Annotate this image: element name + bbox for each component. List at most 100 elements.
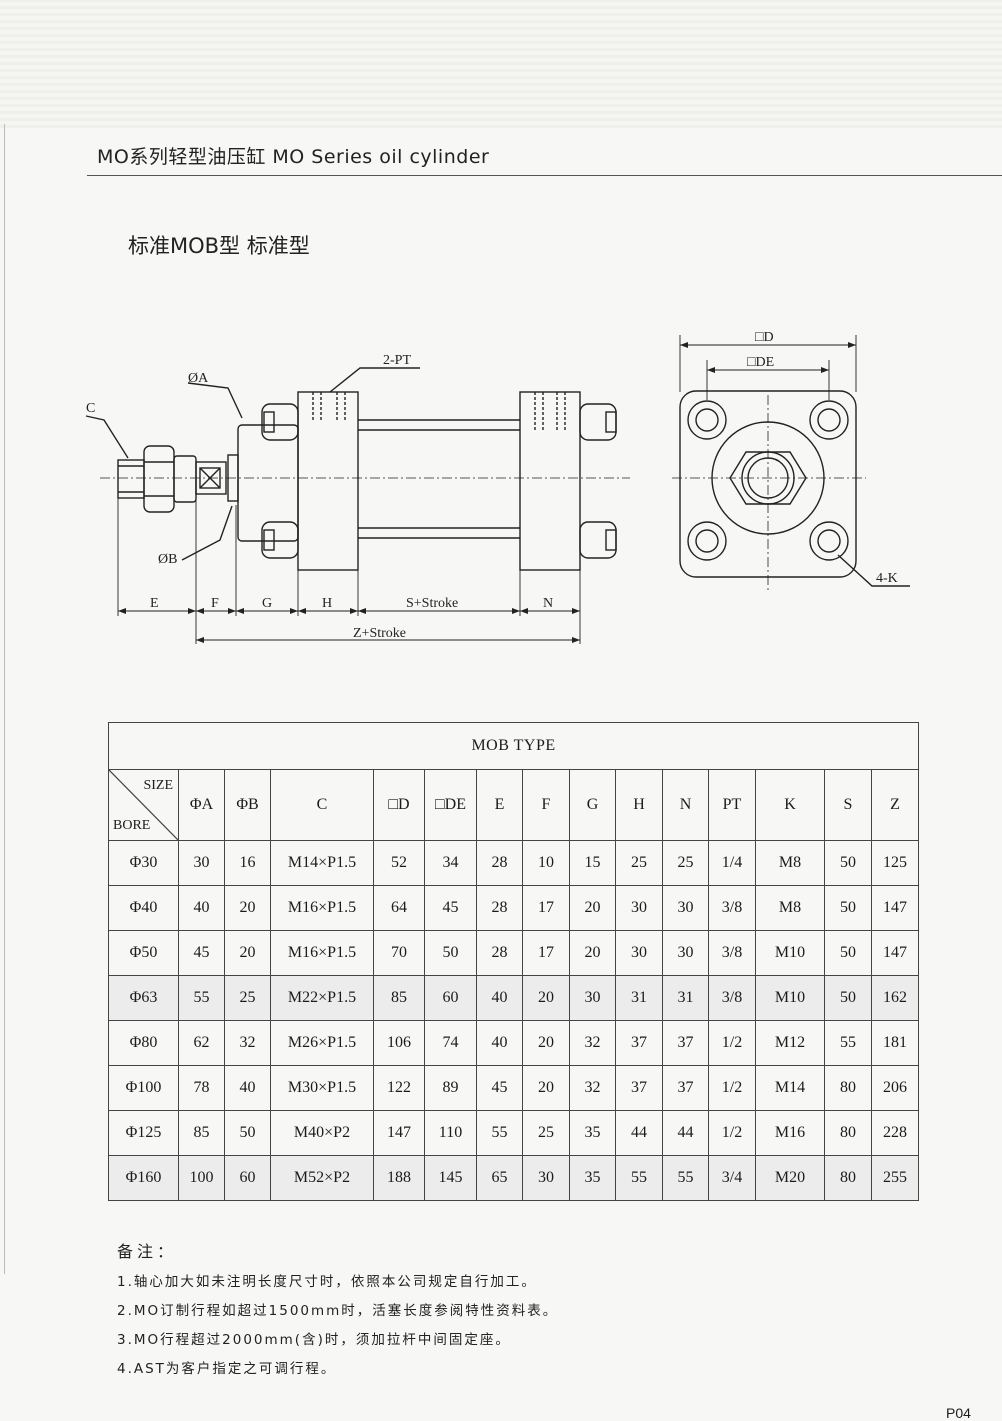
table-cell: 30 — [178, 840, 225, 886]
table-cell: M40×P2 — [270, 1110, 374, 1156]
table-cell: 32 — [224, 1020, 271, 1066]
table-cell: M16×P1.5 — [270, 930, 374, 976]
label-2-pt: 2-PT — [383, 353, 411, 368]
table-cell: 55 — [178, 975, 225, 1021]
table-cell: 122 — [373, 1065, 425, 1111]
bore-label: BORE — [113, 818, 151, 833]
table-cell: 60 — [224, 1155, 271, 1201]
label-z-stroke: Z+Stroke — [353, 626, 406, 641]
table-cell: 50 — [824, 930, 872, 976]
table-cell: 55 — [615, 1155, 663, 1201]
column-header: ΦB — [224, 769, 271, 841]
table-cell: 25 — [662, 840, 709, 886]
table-cell: 25 — [615, 840, 663, 886]
table-cell: 32 — [569, 1065, 616, 1111]
cylinder-drawing: C ØA ØB 2-PT E F G H S+Stroke N Z+Stroke… — [85, 330, 910, 644]
column-header: N — [662, 769, 709, 841]
table-cell: 1/2 — [708, 1020, 756, 1066]
note-item: 4.AST为客户指定之可调行程。 — [117, 1361, 337, 1377]
table-cell: 25 — [522, 1110, 570, 1156]
table-cell: 50 — [824, 840, 872, 886]
table-cell: M14×P1.5 — [270, 840, 374, 886]
table-cell: 188 — [373, 1155, 425, 1201]
table-cell: 1/2 — [708, 1110, 756, 1156]
label-e: E — [150, 596, 159, 611]
table-cell: 44 — [615, 1110, 663, 1156]
table-cell: M30×P1.5 — [270, 1065, 374, 1111]
bore-cell: Φ30 — [108, 840, 179, 886]
table-cell: 31 — [662, 975, 709, 1021]
table-cell: 228 — [870, 1110, 920, 1156]
table-cell: M22×P1.5 — [270, 975, 374, 1021]
table-cell: 206 — [870, 1065, 920, 1111]
table-cell: 74 — [424, 1020, 477, 1066]
note-item: 3.MO行程超过2000mm(含)时，须加拉杆中间固定座。 — [117, 1332, 511, 1348]
column-header: E — [476, 769, 523, 841]
table-cell: 162 — [870, 975, 920, 1021]
column-header: S — [824, 769, 872, 841]
table-cell: 40 — [178, 885, 225, 931]
table-cell: 110 — [424, 1110, 477, 1156]
table-cell: 32 — [569, 1020, 616, 1066]
table-cell: 3/8 — [708, 885, 756, 931]
table-cell: 145 — [424, 1155, 477, 1201]
table-cell: 55 — [476, 1110, 523, 1156]
table-cell: 1/2 — [708, 1065, 756, 1111]
table-cell: 40 — [476, 1020, 523, 1066]
table-cell: 34 — [424, 840, 477, 886]
label-de: □DE — [747, 355, 774, 370]
table-cell: 147 — [870, 885, 920, 931]
table-title: MOB TYPE — [107, 722, 920, 770]
label-n: N — [543, 596, 553, 611]
table-cell: 20 — [522, 975, 570, 1021]
table-cell: 80 — [824, 1065, 872, 1111]
table-cell: 50 — [224, 1110, 271, 1156]
table-cell: 64 — [373, 885, 425, 931]
table-cell: 28 — [476, 840, 523, 886]
label-h: H — [322, 596, 332, 611]
table-cell: 17 — [522, 930, 570, 976]
bore-cell: Φ160 — [108, 1155, 179, 1201]
notes-title: 备注： — [117, 1242, 178, 1261]
table-cell: M10 — [755, 930, 825, 976]
table-cell: 100 — [178, 1155, 225, 1201]
table-cell: 147 — [870, 930, 920, 976]
column-header: K — [755, 769, 825, 841]
bore-cell: Φ125 — [108, 1110, 179, 1156]
table-cell: 30 — [662, 885, 709, 931]
header-rule — [87, 175, 1002, 176]
label-dia-a: ØA — [188, 371, 209, 386]
table-cell: 106 — [373, 1020, 425, 1066]
label-d: □D — [755, 330, 774, 345]
column-header: Z — [870, 769, 920, 841]
table-cell: 45 — [178, 930, 225, 976]
table-cell: 10 — [522, 840, 570, 886]
table-cell: 55 — [824, 1020, 872, 1066]
table-cell: 50 — [824, 885, 872, 931]
table-cell: 65 — [476, 1155, 523, 1201]
column-header: □D — [373, 769, 425, 841]
table-cell: 45 — [424, 885, 477, 931]
table-cell: 50 — [824, 975, 872, 1021]
piston-rod — [195, 461, 227, 495]
table-cell: 28 — [476, 930, 523, 976]
column-header: ΦA — [178, 769, 225, 841]
table-cell: 20 — [522, 1020, 570, 1066]
page-number: P04 — [946, 1405, 971, 1421]
table-cell: M20 — [755, 1155, 825, 1201]
table-cell: 52 — [373, 840, 425, 886]
size-label: SIZE — [143, 778, 173, 793]
label-c: C — [86, 401, 95, 416]
table-cell: M8 — [755, 840, 825, 886]
table-cell: 20 — [522, 1065, 570, 1111]
top-margin-band — [0, 0, 1002, 128]
table-cell: 25 — [224, 975, 271, 1021]
table-cell: 20 — [224, 930, 271, 976]
table-cell: 45 — [476, 1065, 523, 1111]
table-cell: M10 — [755, 975, 825, 1021]
